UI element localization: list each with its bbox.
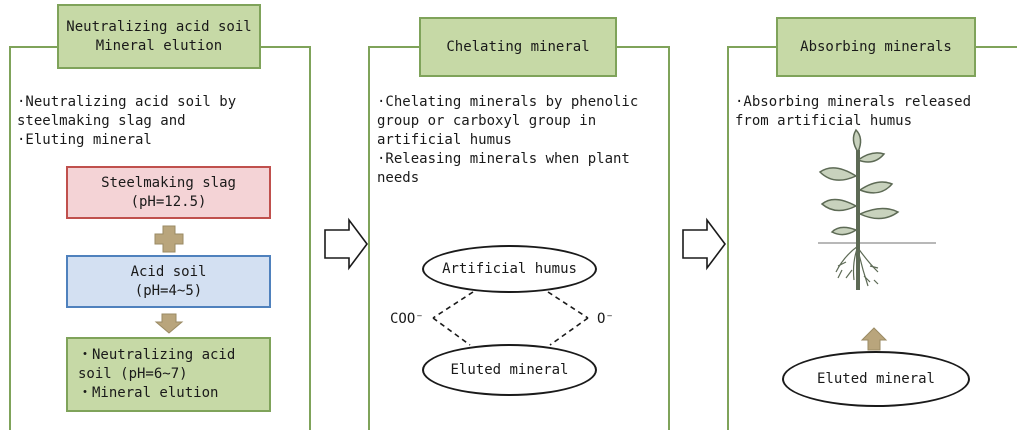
arrow-right-icon bbox=[325, 220, 367, 268]
arrow-up-icon bbox=[862, 328, 886, 350]
chelate-bond-lines bbox=[433, 292, 588, 345]
arrow-down-icon bbox=[156, 314, 182, 333]
plus-icon bbox=[155, 226, 183, 252]
plant-icon bbox=[818, 130, 936, 290]
arrow-right-icon bbox=[683, 220, 725, 268]
